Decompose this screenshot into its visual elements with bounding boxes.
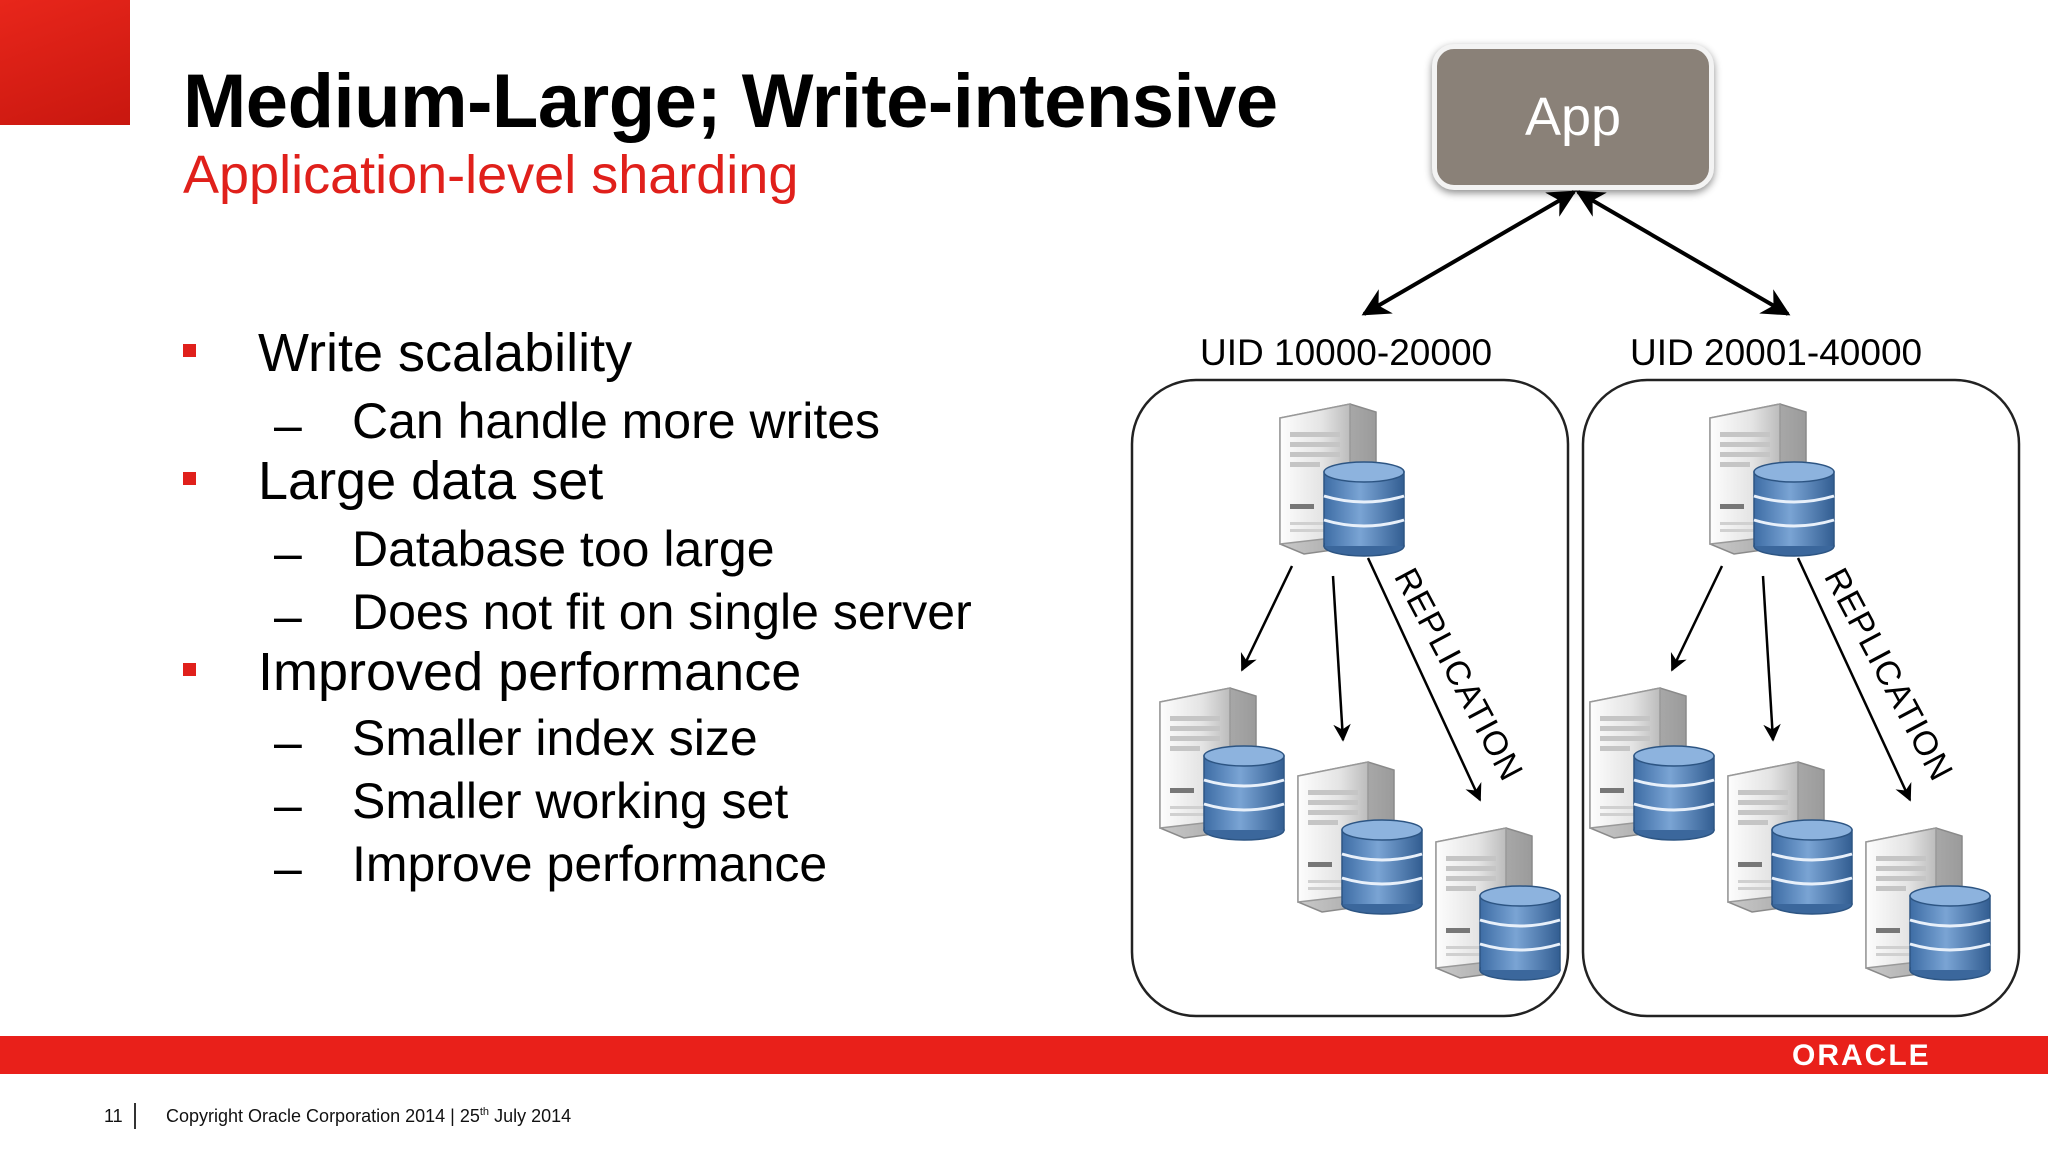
shard-2-replica-server-icon [1864,826,1992,982]
dash-marker: – [274,397,302,453]
bullet-item: Large data set [183,450,604,512]
sub-bullet-item: – Database too large [274,520,775,581]
arrow-icon [1670,565,1724,672]
dash-marker: – [274,525,302,581]
arrow-icon [1796,557,1912,802]
arrow-icon [1575,190,1791,316]
bullet-marker-icon [183,663,196,676]
slide-subtitle: Application-level sharding [183,145,799,205]
bullet-item: Improved performance [183,641,802,703]
bullet-text: Write scalability [258,323,633,383]
sub-bullet-item: – Improve performance [274,835,828,896]
dash-marker: – [274,588,302,644]
sub-bullet-text: Improve performance [352,836,828,892]
bullet-text: Large data set [258,451,604,511]
shard-1-replica-server-icon [1434,826,1562,982]
shard-2-replica-server-icon [1588,686,1716,842]
footer-bar [0,1036,2048,1074]
arrow-icon [1240,565,1294,672]
bullet-item: Write scalability [183,322,633,384]
dash-marker: – [274,714,302,770]
dash-marker: – [274,840,302,896]
sub-bullet-text: Does not fit on single server [352,584,972,640]
page-number: 11 [104,1106,123,1126]
sub-bullet-item: – Can handle more writes [274,392,881,453]
arrow-icon [1331,575,1351,742]
bullet-marker-icon [183,344,196,357]
sub-bullet-item: – Smaller index size [274,709,758,770]
sub-bullet-text: Can handle more writes [352,393,881,449]
shard-1-replica-server-icon [1296,760,1424,916]
shard-2-master-server-icon [1708,402,1836,558]
footer-copyright: Copyright Oracle Corporation 2014 | 25th… [166,1106,571,1127]
arrow-icon [1361,190,1577,316]
sub-bullet-item: – Smaller working set [274,772,789,833]
sub-bullet-text: Smaller working set [352,773,789,829]
shard-container [1130,378,1570,1018]
copyright-text: Copyright Oracle Corporation 2014 | [166,1106,455,1126]
arrow-icon [1366,557,1482,802]
shard-1-master-server-icon [1278,402,1406,558]
shard-2-uid-label: UID 20001-40000 [1630,332,1923,373]
sub-bullet-item: – Does not fit on single server [274,583,972,644]
oracle-logo: ORACLE [1792,1039,1931,1072]
app-box [1432,44,1714,190]
dash-marker: – [274,777,302,833]
sub-bullet-text: Smaller index size [352,710,758,766]
arrow-icon [1761,575,1781,742]
brand-corner-block [0,0,130,125]
shard-1-uid-label: UID 10000-20000 [1200,332,1493,373]
bullet-text: Improved performance [258,642,802,702]
bullet-marker-icon [183,472,196,485]
app-label: App [1524,87,1622,147]
shard-container [1581,378,2021,1018]
slide-title: Medium-Large; Write-intensive [183,59,1278,144]
footer-separator [134,1103,136,1129]
sub-bullet-text: Database too large [352,521,775,577]
shard-1-replica-server-icon [1158,686,1286,842]
footer-date: 25th July 2014 [459,1106,572,1126]
shard-2-replica-server-icon [1726,760,1854,916]
